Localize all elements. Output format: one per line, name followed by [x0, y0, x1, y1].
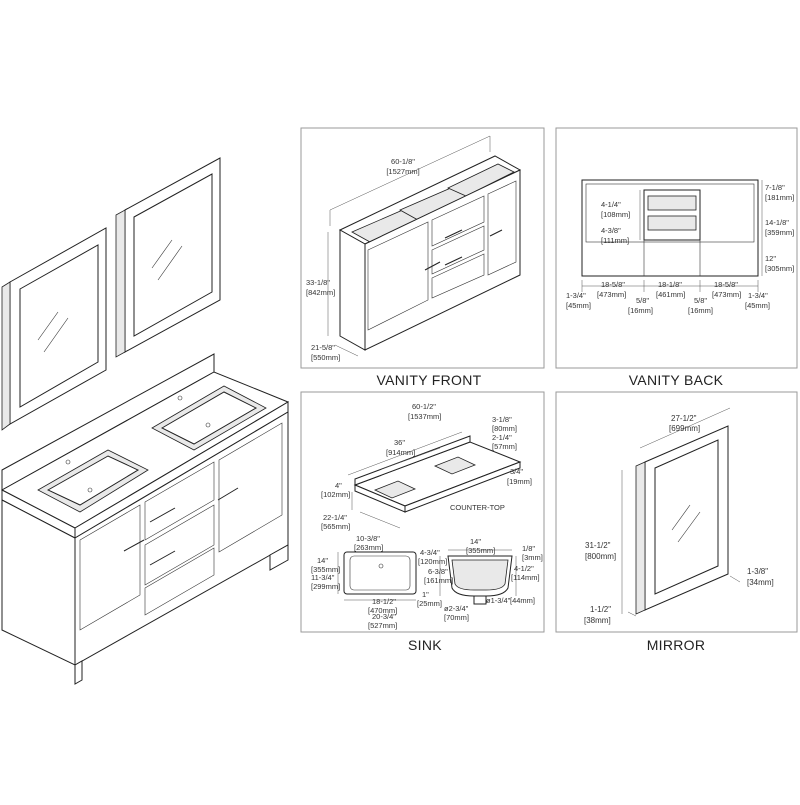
ct-width-mm: [1537mm]: [408, 412, 441, 421]
back-d5-in: 12": [765, 254, 776, 263]
ct-edge-mm: [102mm]: [321, 490, 350, 499]
back-right-mm: [45mm]: [745, 301, 770, 310]
front-height-in: 33-1/8": [306, 278, 330, 287]
mirror-height-in: 31-1/2": [585, 541, 611, 550]
back-seg3-in: 18-5/8": [714, 280, 738, 289]
ct-thick-mm: [19mm]: [507, 477, 532, 486]
mirror-frame-mm: [38mm]: [584, 616, 611, 625]
sink-d-in: 11-3/4": [311, 573, 335, 582]
sink-top-view: [337, 551, 417, 601]
back-d3-mm: [181mm]: [765, 193, 794, 202]
sink-c-mm: [355mm]: [311, 565, 340, 574]
back-d4-mm: [359mm]: [765, 228, 794, 237]
back-seg1-mm: [473mm]: [597, 290, 626, 299]
sink-h-in: 14": [470, 537, 481, 546]
back-gap1-mm: [16mm]: [628, 306, 653, 315]
countertop-label: COUNTER-TOP: [450, 503, 505, 512]
sink-a-mm: [263mm]: [354, 543, 383, 552]
sink-f-in: 20-3/4": [372, 612, 396, 621]
ct-back-in: 3-1/8": [492, 415, 512, 424]
sink-e-mm: [470mm]: [368, 606, 397, 615]
ct-splash-mm: [57mm]: [492, 442, 517, 451]
sink-b-in: 4-3/4": [420, 548, 440, 557]
sink-title: SINK: [408, 637, 442, 653]
sink-b-mm: [120mm]: [418, 557, 447, 566]
sink-i-in: 1/8": [522, 544, 535, 553]
ct-depth-in: 22-1/4": [323, 513, 347, 522]
mirror-depth-mm: [34mm]: [747, 578, 774, 587]
mirror-width-mm: [699mm]: [669, 424, 700, 433]
back-d5-mm: [305mm]: [765, 264, 794, 273]
mirror-title: MIRROR: [647, 637, 706, 653]
mirror-width-in: 27-1/2": [671, 414, 697, 423]
back-d2-mm: [111mm]: [601, 236, 629, 245]
front-width-in: 60-1/8": [391, 157, 415, 166]
ct-center-mm: [914mm]: [386, 448, 415, 457]
back-seg2-mm: [461mm]: [656, 290, 685, 299]
front-depth-mm: [550mm]: [311, 353, 340, 362]
ct-width-in: 60-1/2": [412, 402, 436, 411]
back-d2-in: 4-3/8": [601, 226, 621, 235]
ct-thick-in: 3/4": [510, 467, 523, 476]
ct-splash-in: 2-1/4": [492, 433, 512, 442]
mirror-frame-in: 1-1/2": [590, 605, 611, 614]
vanity-back-title: VANITY BACK: [629, 372, 724, 388]
back-d3-in: 7-1/8": [765, 183, 785, 192]
sink-c-in: 14": [317, 556, 328, 565]
ct-back-mm: [80mm]: [492, 424, 517, 433]
sink-h-mm: [355mm]: [466, 546, 495, 555]
back-d1-in: 4-1/4": [601, 200, 621, 209]
sink-a-in: 10-3/8": [356, 534, 380, 543]
sink-section-view: [439, 549, 517, 605]
sink-j-mm: [161mm]: [424, 576, 453, 585]
back-seg1-in: 18-5/8": [601, 280, 625, 289]
back-seg3-mm: [473mm]: [712, 290, 741, 299]
back-gap1-in: 5/8": [636, 296, 649, 305]
mirror-right-illustration: [115, 157, 221, 358]
sink-k-mm: [114mm]: [511, 573, 540, 582]
back-gap2-mm: [16mm]: [688, 306, 713, 315]
panel-sink: 60-1/2" [1537mm] 36" [914mm] 3-1/8" [80m…: [300, 391, 545, 653]
sink-g-mm: [25mm]: [417, 599, 442, 608]
sink-g-in: 1": [422, 590, 429, 599]
mirror-left-illustration: [1, 227, 107, 431]
sink-f-mm: [527mm]: [368, 621, 397, 630]
panel-mirror: 27-1/2" [699mm] 31-1/2" [800mm] 1-3/8" […: [555, 391, 798, 653]
back-seg2-in: 18-1/8": [658, 280, 682, 289]
sink-j-in: 6-3/8": [428, 567, 448, 576]
front-width-mm: [1527mm]: [386, 167, 419, 176]
back-left-in: 1-3/4": [566, 291, 586, 300]
back-d1-mm: [108mm]: [601, 210, 630, 219]
panel-vanity-back: 4-1/4" [108mm] 4-3/8" [111mm] 7-1/8" [18…: [555, 127, 798, 388]
back-gap2-in: 5/8": [694, 296, 707, 305]
vanity-front-title: VANITY FRONT: [377, 372, 482, 388]
mirror-depth-in: 1-3/8": [747, 567, 768, 576]
vanity-illustration: [0, 157, 290, 685]
back-left-mm: [45mm]: [566, 301, 591, 310]
ct-center-in: 36": [394, 438, 405, 447]
countertop-drawing: [347, 431, 522, 529]
sink-m-in: ø2-3/4": [444, 604, 469, 613]
sink-e-in: 18-1/2": [372, 597, 396, 606]
back-d4-in: 14-1/8": [765, 218, 789, 227]
sink-l-mm: [44mm]: [510, 596, 535, 605]
sink-m-mm: [70mm]: [444, 613, 469, 622]
front-height-mm: [842mm]: [306, 288, 335, 297]
panel-vanity-front: 60-1/8" [1527mm] 33-1/8" [842mm] 21-5/8"…: [300, 127, 545, 388]
sink-k-in: 4-1/2": [514, 564, 534, 573]
back-right-in: 1-3/4": [748, 291, 768, 300]
sink-d-mm: [299mm]: [311, 582, 340, 591]
sink-l-in: ø1-3/4": [486, 596, 511, 605]
ct-depth-mm: [565mm]: [321, 522, 350, 531]
front-depth-in: 21-5/8": [311, 343, 335, 352]
ct-edge-in: 4": [335, 481, 342, 490]
mirror-height-mm: [800mm]: [585, 552, 616, 561]
sink-i-mm: [3mm]: [522, 553, 543, 562]
